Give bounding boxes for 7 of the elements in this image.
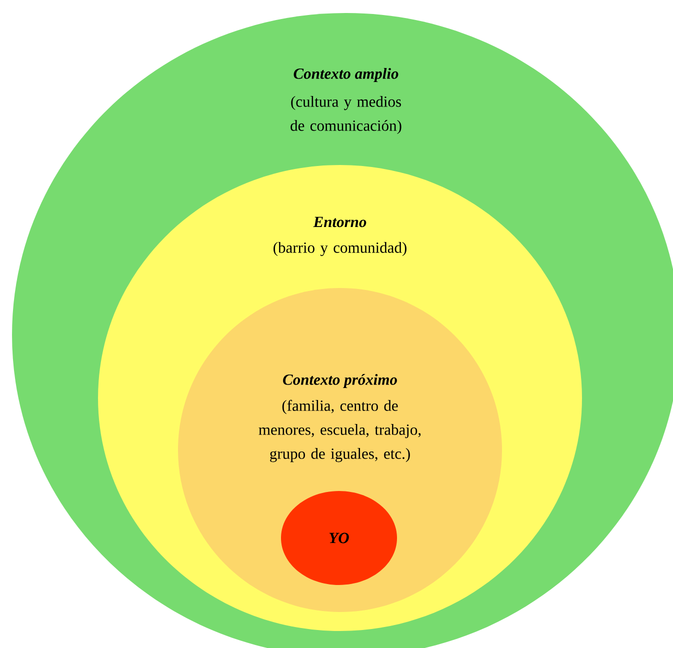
region-heading: YO [329,532,349,544]
region-heading: Contexto próximo [283,374,397,388]
region-description: (familia, centro de menores, escuela, trabajo, grupo de iguales, etc.) [258,400,421,462]
region-heading: Entorno [313,216,366,228]
region-heading: Contexto amplio [294,68,398,82]
region-description: (barrio y comunidad) [274,242,406,256]
region-description: (cultura y medios de comunicación) [290,96,402,134]
